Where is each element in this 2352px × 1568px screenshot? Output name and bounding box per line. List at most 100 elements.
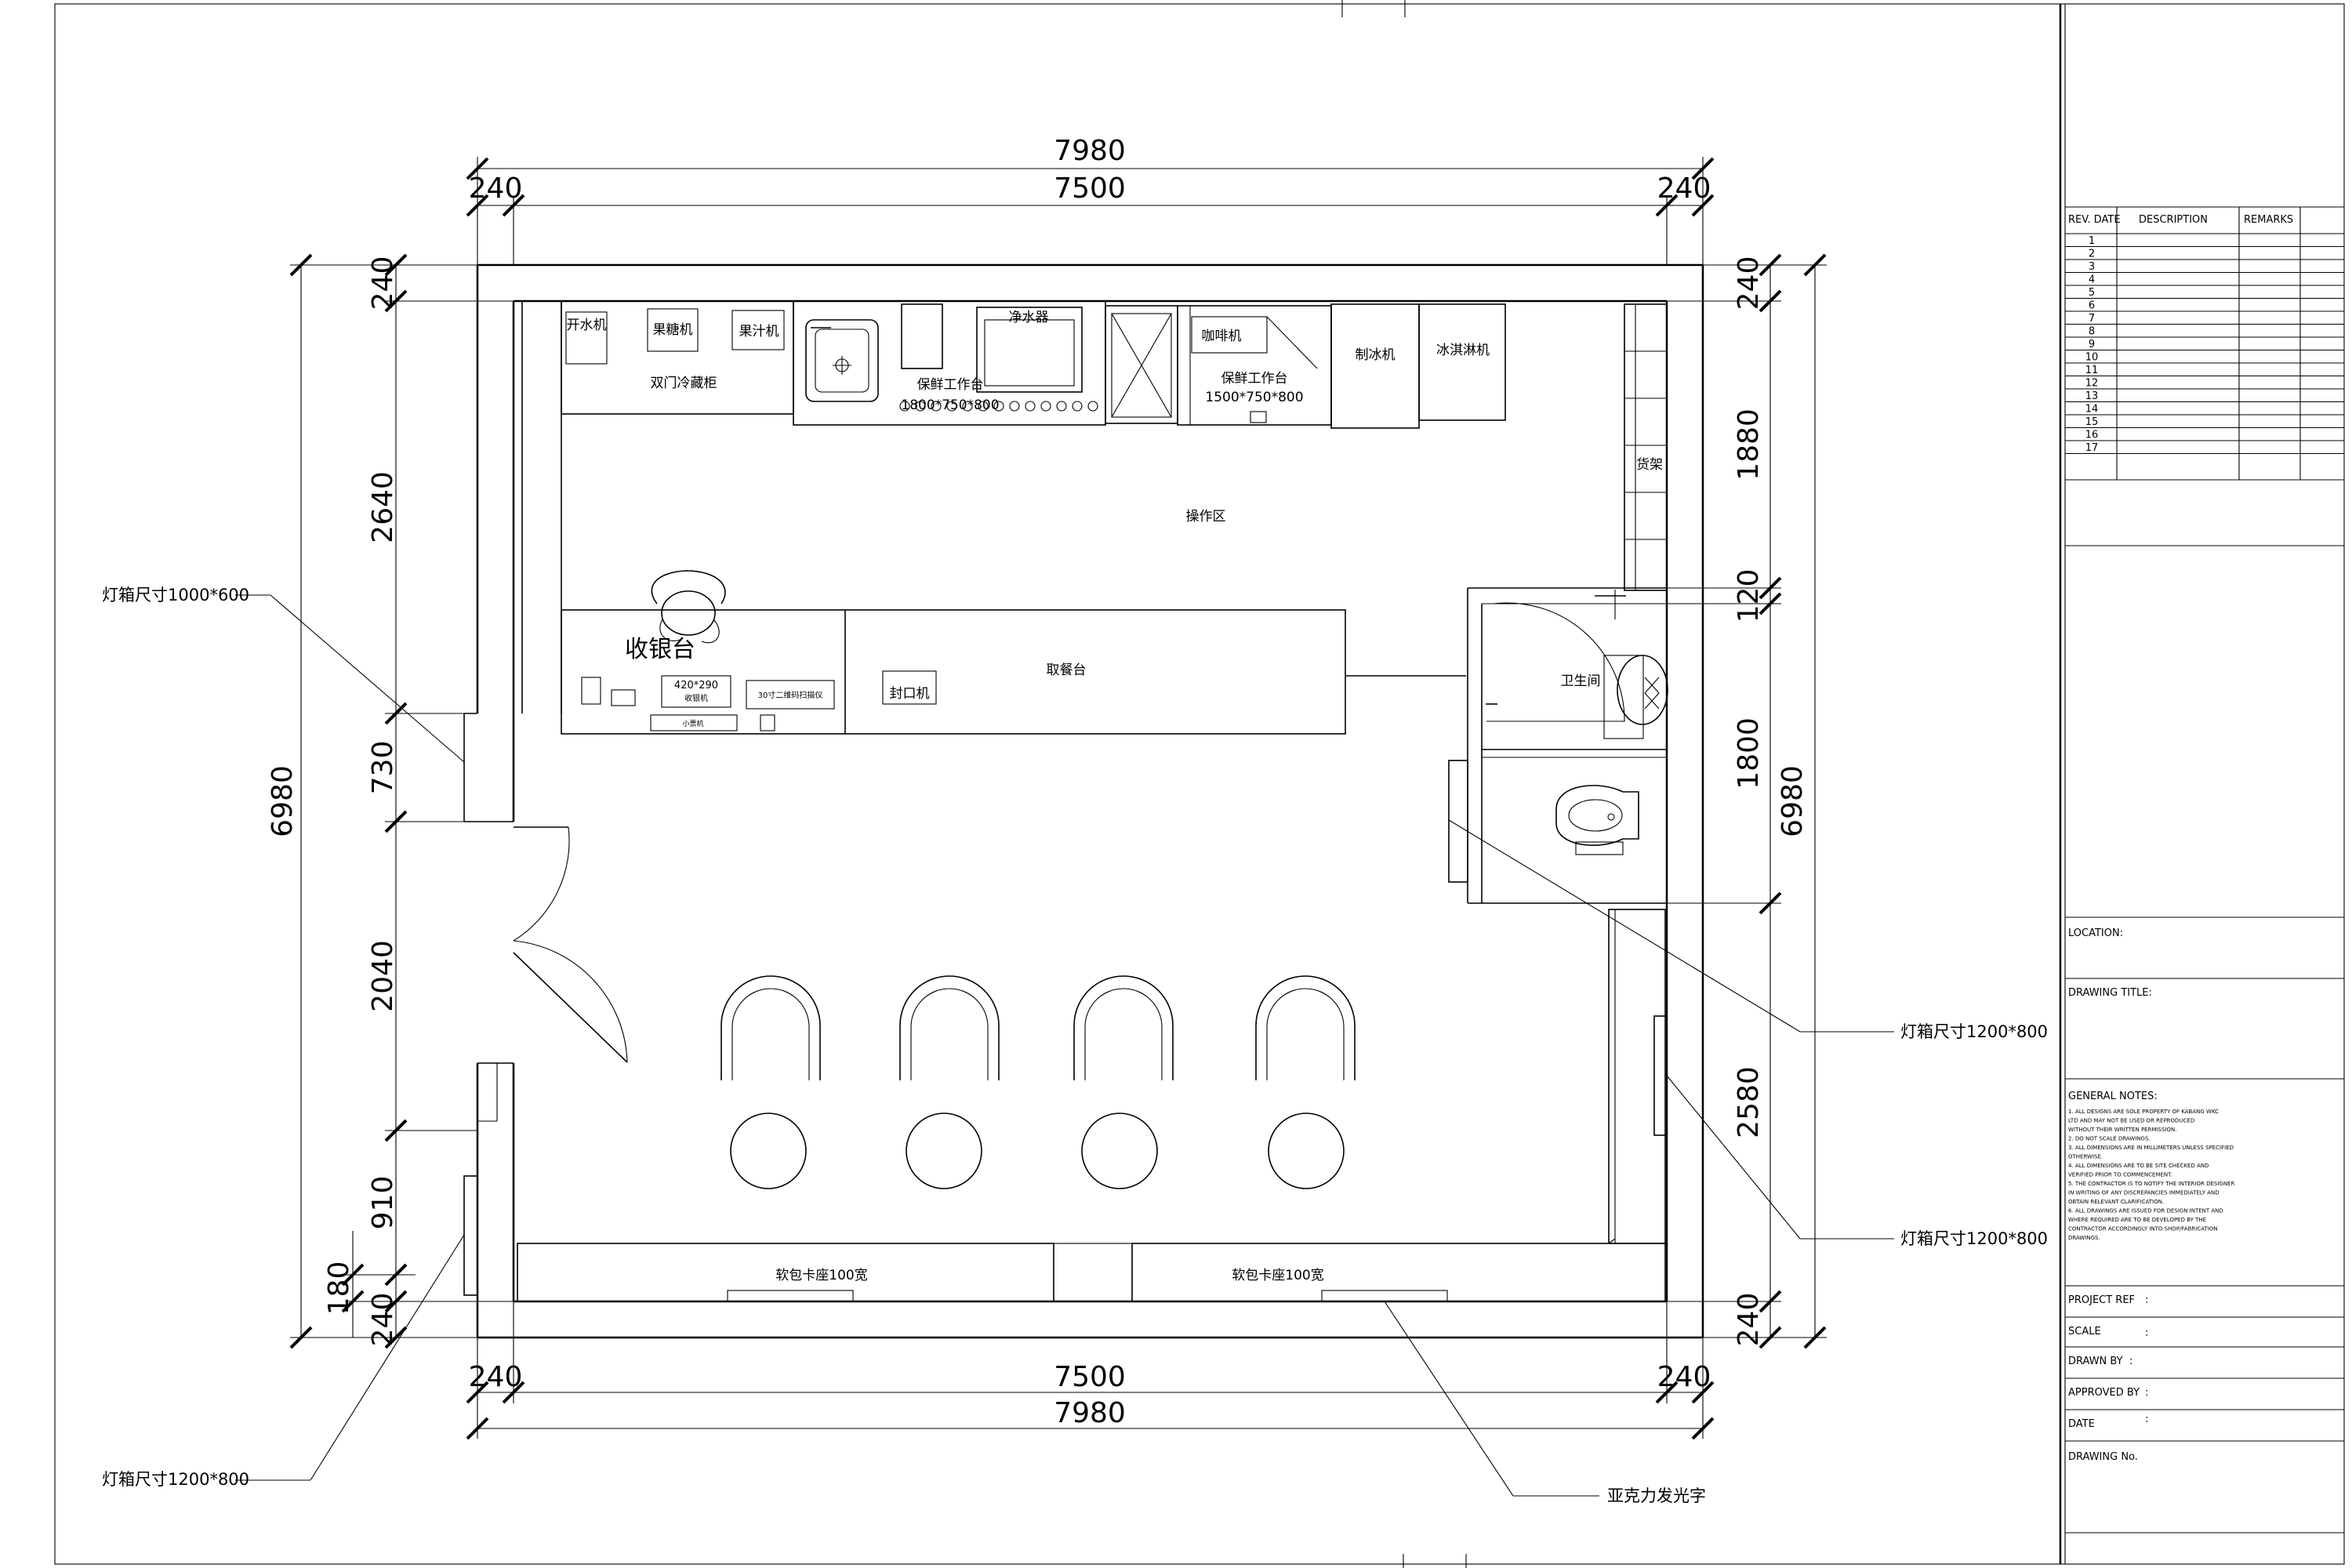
revision-number: 10 xyxy=(2085,352,2099,364)
tb-drawing-no: DRAWING No. xyxy=(2068,1451,2138,1463)
revision-number: 7 xyxy=(2089,313,2095,325)
dim-left-overall: 6980 xyxy=(267,765,299,837)
tb-project-ref: PROJECT REF xyxy=(2068,1294,2135,1306)
label-water-boiler: 开水机 xyxy=(567,318,607,333)
revision-number: 12 xyxy=(2085,378,2099,390)
left-partition xyxy=(521,301,562,713)
note-acrylic-letters: 亚克力发光字 xyxy=(1607,1486,1706,1505)
general-note-line: 4. ALL DIMENSIONS ARE TO BE SITE CHECKED… xyxy=(2068,1163,2209,1169)
label-pickup-counter: 取餐台 xyxy=(1047,662,1087,678)
label-workbench-left-size: 1800*750*800 xyxy=(901,397,999,413)
dim-right-seg-4: 1800 xyxy=(1733,717,1765,789)
revision-number: 4 xyxy=(2089,274,2095,286)
equipment-labels: 开水机 果糖机 果汁机 双门冷藏柜 保鲜工作台 1800*750*800 净水器… xyxy=(567,310,1664,1283)
revision-number: 14 xyxy=(2085,404,2099,416)
general-note-line: WITHOUT THEIR WRITTEN PERMISSION. xyxy=(2068,1127,2176,1133)
tb-date: DATE xyxy=(2068,1418,2095,1430)
dim-right-seg-3: 120 xyxy=(1733,569,1765,623)
general-note-line: 1. ALL DESIGNS ARE SOLE PROPERTY OF KABA… xyxy=(2068,1109,2219,1115)
label-workbench-right: 保鲜工作台 xyxy=(1221,371,1288,387)
note-lightbox-right-top: 灯箱尺寸1200*800 xyxy=(1900,1022,2048,1041)
title-block xyxy=(2065,206,2344,1534)
tb-project-ref-colon: : xyxy=(2145,1294,2148,1306)
revision-number: 9 xyxy=(2089,339,2095,350)
label-cashier-size: 420*290 xyxy=(674,680,718,691)
revision-number: 6 xyxy=(2089,300,2095,312)
general-note-line: OTHERWISE. xyxy=(2068,1154,2103,1160)
revision-number: 5 xyxy=(2089,287,2095,299)
annotation-leaders xyxy=(235,594,1894,1497)
tb-drawn-by-colon: : xyxy=(2129,1356,2132,1367)
dim-top-left-wall: 240 xyxy=(469,172,523,205)
exterior-walls xyxy=(463,263,1704,1339)
revision-number: 15 xyxy=(2085,416,2099,428)
dim-right-seg-2: 1880 xyxy=(1733,408,1765,481)
dim-bottom-inner: 7500 xyxy=(1054,1361,1126,1393)
note-lightbox-right-mid: 灯箱尺寸1200*800 xyxy=(1900,1229,2048,1248)
general-note-line: IN WRITING OF ANY DISCREPANCIES IMMEDIAT… xyxy=(2068,1190,2220,1196)
dim-left-seg-2: 2640 xyxy=(367,471,399,543)
tb-description: DESCRIPTION xyxy=(2139,214,2208,226)
revision-number: 3 xyxy=(2089,261,2095,273)
general-note-line: OBTAIN RELEVANT CLARIFICATION. xyxy=(2068,1199,2164,1205)
dim-right-seg-6: 240 xyxy=(1733,1293,1765,1347)
dimensions-bottom-labels: 7500 7980 240 240 xyxy=(469,1361,1711,1429)
tb-scale-colon: : xyxy=(2145,1327,2148,1339)
dim-bottom-overall: 7980 xyxy=(1054,1397,1126,1429)
label-cashier-sub: 收银机 xyxy=(684,693,708,703)
revision-number: 11 xyxy=(2085,365,2099,376)
label-cashier-box: 30寸二维码扫描仪 xyxy=(758,690,823,700)
dimensions-top xyxy=(466,157,1715,265)
revision-number: 13 xyxy=(2085,390,2099,402)
revision-number: 16 xyxy=(2085,430,2099,441)
dim-top-overall: 7980 xyxy=(1054,135,1126,167)
dim-left-seg-5: 910 xyxy=(367,1176,399,1230)
tb-location: LOCATION: xyxy=(2068,927,2123,939)
dim-right-overall: 6980 xyxy=(1777,765,1809,837)
dim-right-seg-1: 240 xyxy=(1733,256,1765,310)
label-bench-left: 软包卡座100宽 xyxy=(775,1268,867,1283)
dim-left-seg-6: 180 xyxy=(323,1261,355,1316)
general-note-line: 2. DO NOT SCALE DRAWINGS. xyxy=(2068,1136,2151,1142)
tb-remarks: REMARKS xyxy=(2244,214,2293,226)
general-note-line: VERIFIED PRIOR TO COMMENCEMENT. xyxy=(2068,1172,2172,1178)
service-counter xyxy=(561,570,1466,735)
revision-number: 1 xyxy=(2089,235,2095,247)
dimensions-left xyxy=(289,253,514,1349)
tb-general-notes: GENERAL NOTES: xyxy=(2068,1091,2158,1102)
label-juicer: 果汁机 xyxy=(739,324,779,339)
dim-left-seg-7: 240 xyxy=(367,1293,399,1347)
title-block-labels: REV. DATE DESCRIPTION REMARKS LOCATION: … xyxy=(2068,214,2293,1463)
tb-approved-by-colon: : xyxy=(2145,1387,2148,1399)
tb-rev-date: REV. DATE xyxy=(2068,214,2121,226)
dim-bottom-right-wall: 240 xyxy=(1657,1361,1711,1393)
revision-number: 2 xyxy=(2089,249,2095,260)
annotation-labels: 灯箱尺寸1000*600 灯箱尺寸1200*800 灯箱尺寸1200*800 灯… xyxy=(102,586,2048,1505)
tb-drawing-title: DRAWING TITLE: xyxy=(2068,987,2152,999)
label-coffee-machine: 咖啡机 xyxy=(1202,328,1242,344)
dimensions-left-labels: 6980 240 2640 730 2040 910 180 240 xyxy=(267,256,399,1347)
revision-number: 8 xyxy=(2089,326,2095,338)
label-cashier: 收银台 xyxy=(625,636,695,663)
label-workbench-right-size: 1500*750*800 xyxy=(1205,390,1303,405)
seating xyxy=(517,909,1668,1302)
label-double-fridge: 双门冷藏柜 xyxy=(651,376,717,391)
dim-right-seg-5: 2580 xyxy=(1733,1066,1765,1138)
note-lightbox-left-bottom: 灯箱尺寸1200*800 xyxy=(102,1470,249,1489)
label-water-purifier: 净水器 xyxy=(1009,310,1049,325)
general-note-line: 6. ALL DRAWINGS ARE ISSUED FOR DESIGN IN… xyxy=(2068,1208,2223,1214)
dim-top-right-wall: 240 xyxy=(1657,172,1711,205)
general-note-line: 5. THE CONTRACTOR IS TO NOTIFY THE INTER… xyxy=(2068,1181,2234,1187)
label-ice-maker: 制冰机 xyxy=(1356,347,1396,363)
label-ice-cream-machine: 冰淇淋机 xyxy=(1436,343,1490,358)
tb-date-colon: : xyxy=(2145,1414,2148,1425)
dim-top-inner: 7500 xyxy=(1054,172,1126,205)
general-note-line: WHERE REQUIRED ARE TO BE DEVELOPED BY TH… xyxy=(2068,1217,2206,1223)
label-sealer: 封口机 xyxy=(890,686,930,702)
top-counter xyxy=(561,300,1668,591)
tb-scale: SCALE xyxy=(2068,1326,2101,1338)
general-note-line: LTD AND MAY NOT BE USED OR REPRODUCED xyxy=(2068,1118,2194,1124)
label-operation-area: 操作区 xyxy=(1186,509,1226,524)
